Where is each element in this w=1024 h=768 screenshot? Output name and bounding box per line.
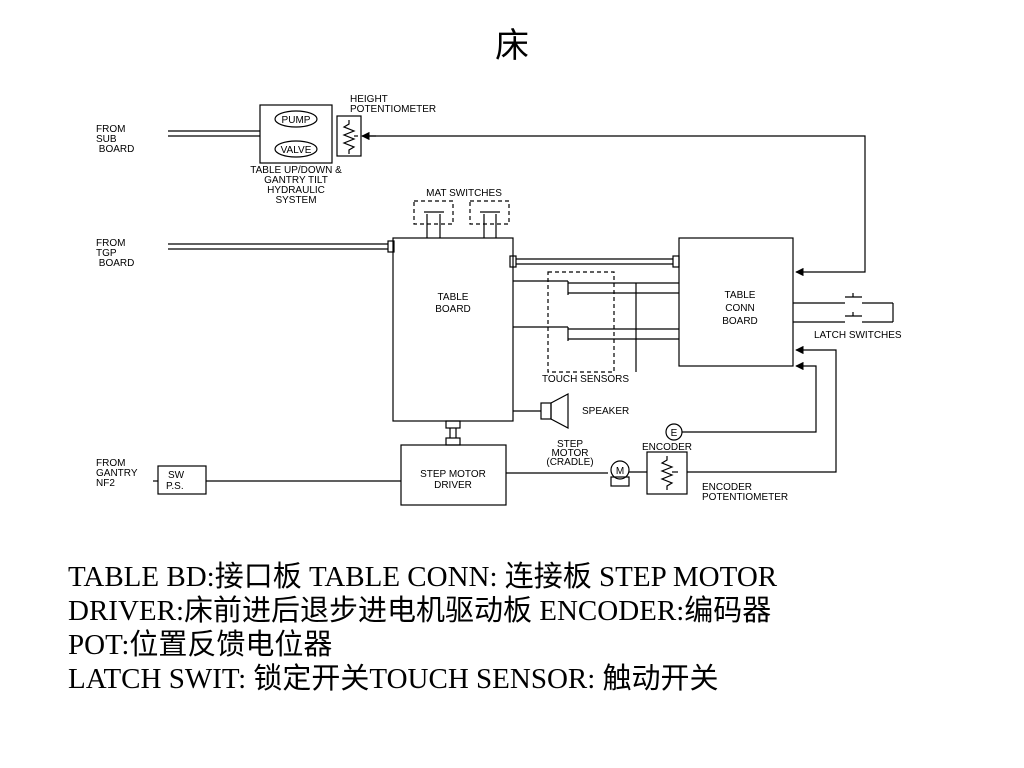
- touch-sensors-label: TOUCH SENSORS: [542, 374, 629, 385]
- touch-sensor-contacts: [513, 280, 679, 372]
- speaker-label: SPEAKER: [582, 406, 629, 417]
- mat-switches-label: MAT SWITCHES: [426, 188, 502, 199]
- page-title: 床: [495, 26, 529, 66]
- table-conn-board-box: [678, 237, 794, 367]
- legend-line: LATCH SWIT: 锁定开关TOUCH SENSOR: 触动开关: [68, 663, 719, 695]
- pump-ellipse: [274, 110, 318, 128]
- step-motor-driver-box: [400, 444, 507, 506]
- hydraulic-system-box: [259, 104, 333, 164]
- legend-line: TABLE BD:接口板 TABLE CONN: 连接板 STEP MOTOR: [68, 561, 778, 593]
- latch-switches: [793, 293, 894, 323]
- touch-sensors-box: [547, 271, 615, 373]
- mat-switches: [413, 200, 510, 225]
- latch-switches-label: LATCH SWITCHES: [814, 330, 902, 341]
- height-pot-wire: [362, 135, 866, 277]
- legend-text: TABLE BD:接口板 TABLE CONN: 连接板 STEP MOTOR …: [68, 560, 968, 696]
- board-driver-connector: [445, 420, 461, 446]
- sub-board-cable: [168, 130, 260, 137]
- board-to-conn-cable: [509, 255, 680, 268]
- encoder-label: ENCODER: [642, 442, 692, 453]
- sw-ps-box: [157, 465, 207, 495]
- legend-line: POT:位置反馈电位器: [68, 629, 333, 661]
- height-potentiometer: [336, 115, 362, 157]
- speaker: [513, 393, 569, 429]
- tgp-board-cable: [168, 240, 395, 253]
- encoder-pot-wire: [687, 345, 837, 473]
- pump-label: PUMP: [282, 115, 311, 126]
- table-board-box: [392, 237, 514, 422]
- motor-m-label: M: [616, 466, 624, 477]
- encoder-wire: [682, 361, 817, 433]
- valve-label: VALVE: [281, 145, 312, 156]
- encoder-potentiometer: [646, 451, 688, 495]
- encoder-e-label: E: [671, 428, 678, 439]
- legend-line: DRIVER:床前进后退步进电机驱动板 ENCODER:编码器: [68, 595, 772, 627]
- mat-switch-contacts: [424, 211, 500, 238]
- valve-ellipse: [274, 140, 318, 158]
- step-motor: [610, 460, 630, 487]
